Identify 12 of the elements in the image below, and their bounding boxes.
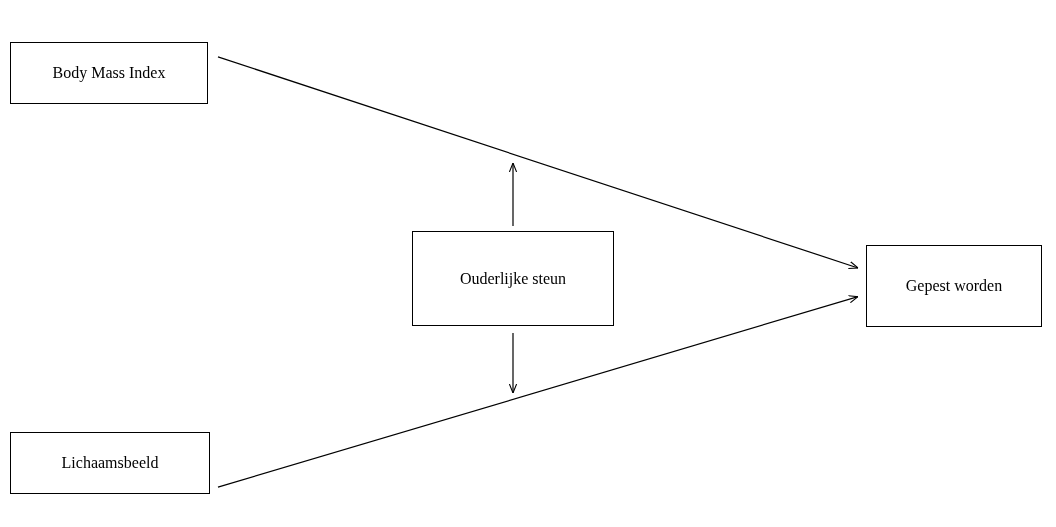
- arrow: [508, 332, 518, 394]
- variable-label: Lichaamsbeeld: [61, 454, 159, 472]
- variable-box: [10, 432, 210, 494]
- arrow: [217, 56, 859, 270]
- variable-label: Ouderlijke steun: [459, 269, 567, 288]
- variable-box: [10, 42, 208, 104]
- variable-box: [866, 245, 1042, 327]
- arrow: [508, 162, 518, 227]
- variable-box: [412, 231, 614, 326]
- variable-label: Gepest worden: [905, 277, 1003, 295]
- variable-label: Body Mass Index: [52, 64, 166, 82]
- arrow: [217, 295, 859, 488]
